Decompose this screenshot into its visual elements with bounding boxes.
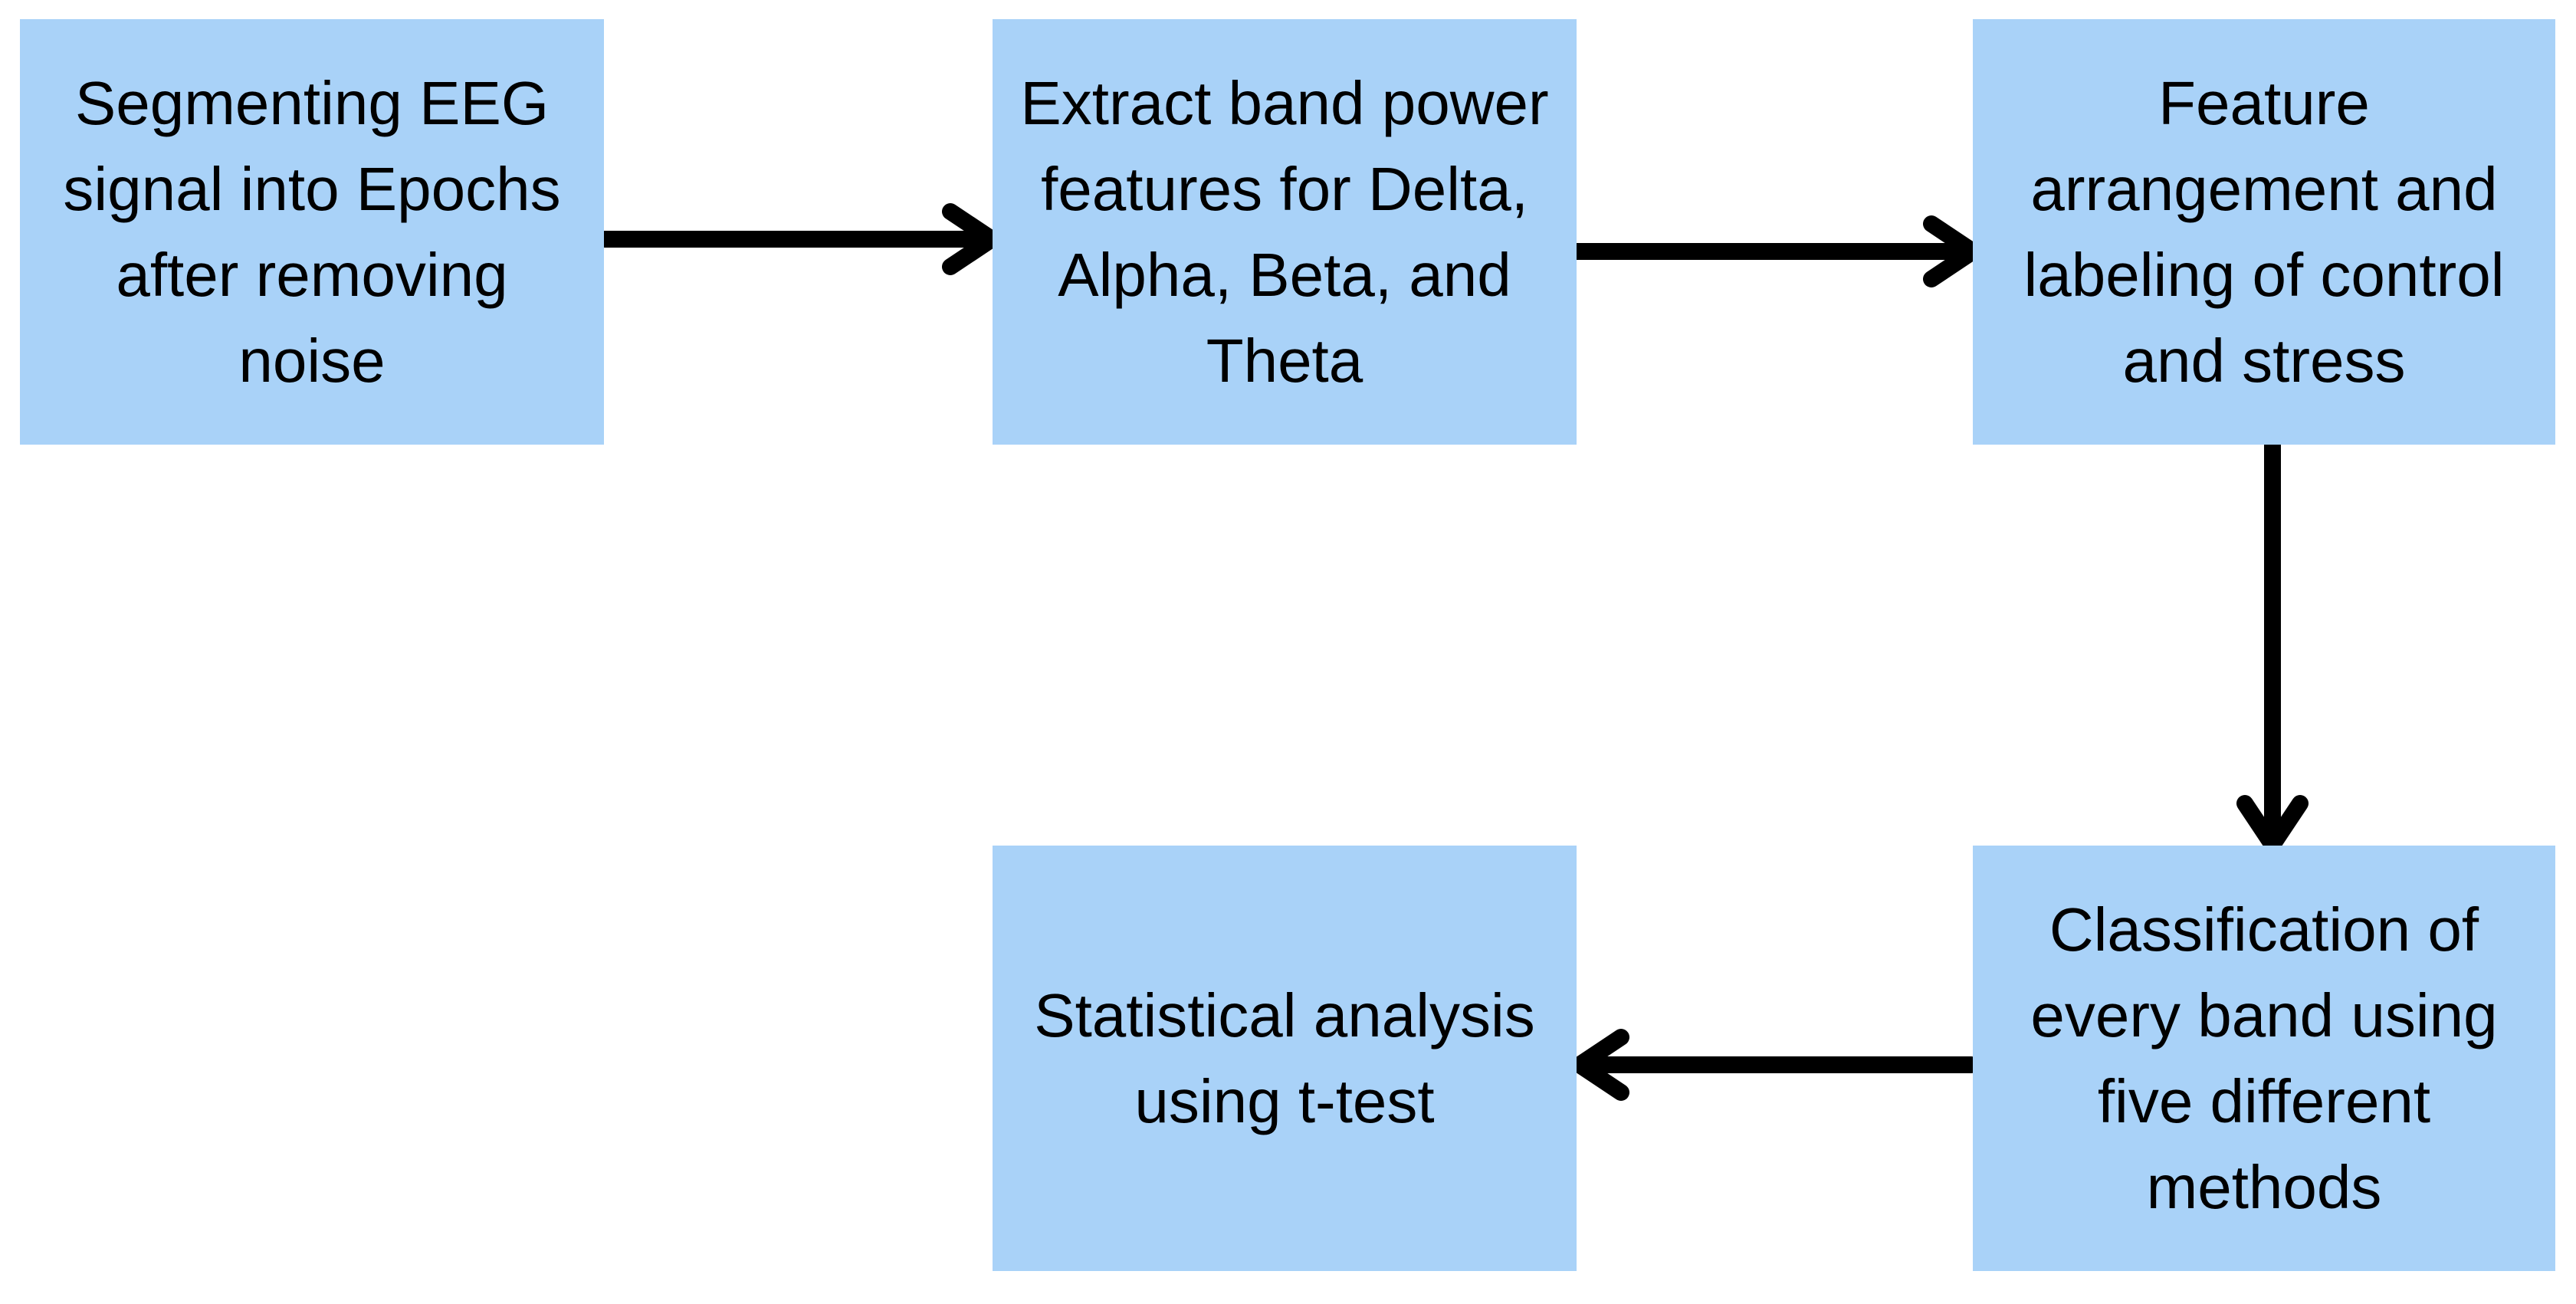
arrow-arrange-to-classify [2236,436,2309,853]
arrow-extract-to-arrange [1567,215,1981,287]
flow-node-classify: Classification of every band using five … [1973,846,2555,1271]
flow-node-segment: Segmenting EEG signal into Epochs after … [20,19,604,445]
flow-node-arrange: Feature arrangement and labeling of cont… [1973,19,2555,445]
arrow-classify-to-stats [1571,1029,1980,1101]
flow-node-stats: Statistical analysis using t-test [993,846,1577,1271]
flow-node-extract: Extract band power features for Delta, A… [993,19,1577,445]
arrow-segment-to-extract [596,203,1000,275]
